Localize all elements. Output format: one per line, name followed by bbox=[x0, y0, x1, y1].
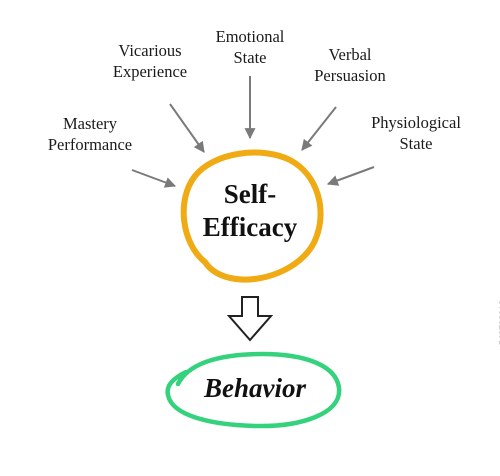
flow-down-arrow bbox=[226, 296, 274, 342]
label-emotional-line1: Emotional bbox=[215, 27, 285, 46]
self-efficacy-ring bbox=[180, 149, 324, 283]
arrow-physio bbox=[326, 166, 375, 186]
self-efficacy-line2: Efficacy bbox=[202, 212, 298, 242]
label-mastery-performance: Mastery Performance bbox=[30, 113, 150, 155]
self-efficacy-title: Self- Efficacy bbox=[190, 178, 310, 244]
label-verbal-line1: Verbal bbox=[328, 45, 372, 64]
arrow-mastery bbox=[131, 169, 177, 188]
label-physio-line2: State bbox=[399, 134, 433, 153]
label-vicarious-line1: Vicarious bbox=[118, 41, 182, 60]
label-emotional-line2: State bbox=[233, 48, 267, 67]
label-emotional-state: Emotional State bbox=[190, 26, 310, 68]
arrow-vicarious bbox=[169, 103, 205, 153]
label-physio-line1: Physiological bbox=[371, 113, 461, 132]
self-efficacy-line1: Self- bbox=[223, 179, 277, 209]
label-vicarious-experience: Vicarious Experience bbox=[90, 40, 210, 82]
label-verbal-line2: Persuasion bbox=[314, 66, 386, 85]
label-vicarious-line2: Experience bbox=[112, 62, 188, 81]
behavior-ring bbox=[165, 351, 342, 429]
arrow-verbal bbox=[301, 106, 337, 151]
label-verbal-persuasion: Verbal Persuasion bbox=[290, 44, 410, 86]
behavior-label: Behavior bbox=[203, 373, 306, 403]
label-mastery-line2: Performance bbox=[47, 135, 133, 154]
label-mastery-line1: Mastery bbox=[62, 114, 118, 133]
label-physiological-state: Physiological State bbox=[352, 112, 480, 154]
